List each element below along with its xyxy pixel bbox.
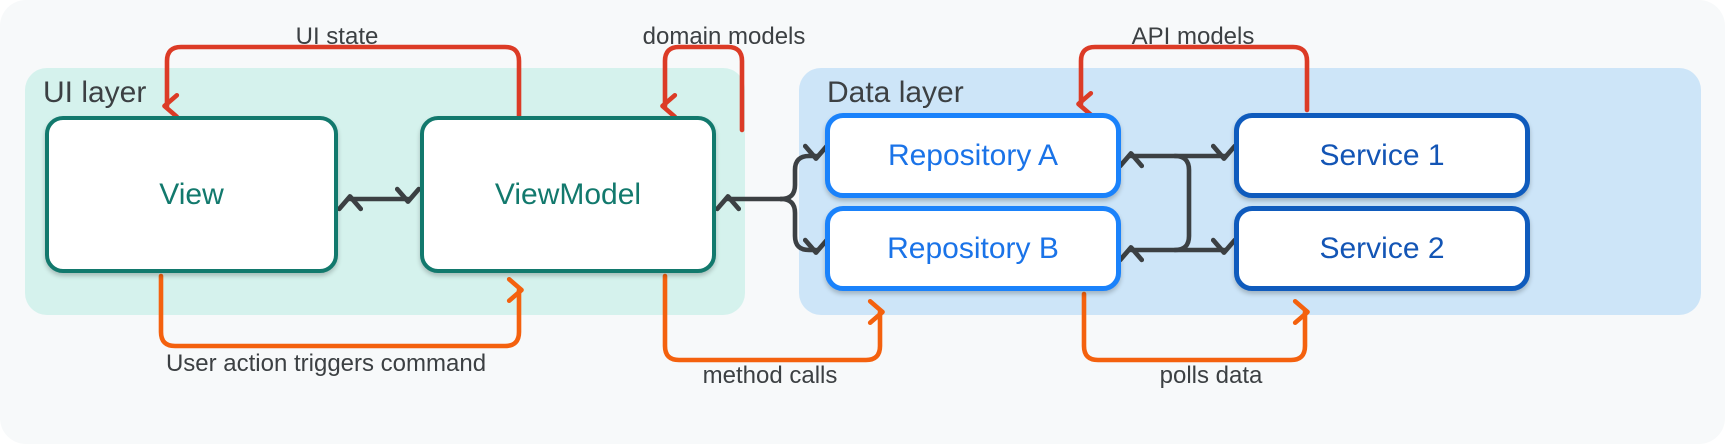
node-service-1[interactable]: Service 1 xyxy=(1234,113,1530,198)
node-repository-a-label: Repository A xyxy=(887,138,1059,172)
node-repository-a[interactable]: Repository A xyxy=(825,113,1121,198)
arrow-viewmodel-repositories xyxy=(728,156,816,250)
arrow-cross-link xyxy=(1172,153,1192,253)
arrow-api-models xyxy=(1081,44,1310,110)
node-view[interactable]: View xyxy=(45,116,338,273)
arrow-domain-models xyxy=(665,44,745,133)
node-viewmodel[interactable]: ViewModel xyxy=(420,116,716,273)
node-service-2-label: Service 2 xyxy=(1319,231,1445,265)
edge-label-ui-state: UI state xyxy=(295,23,379,50)
node-view-label: View xyxy=(159,177,224,211)
edge-label-domain-models: domain models xyxy=(642,23,806,50)
edge-label-api-models: API models xyxy=(1131,23,1255,50)
ui-layer-title: UI layer xyxy=(43,76,147,109)
edge-label-method-calls: method calls xyxy=(702,362,838,389)
arrow-polls-data xyxy=(1081,291,1305,363)
edge-label-user-action: User action triggers command xyxy=(165,350,487,377)
edge-label-polls-data: polls data xyxy=(1159,362,1263,389)
arrow-ui-state xyxy=(167,44,522,203)
node-viewmodel-label: ViewModel xyxy=(494,177,642,211)
arrow-method-calls xyxy=(662,273,880,363)
node-repository-b-label: Repository B xyxy=(887,231,1059,265)
data-layer-title: Data layer xyxy=(827,76,964,109)
node-repository-b[interactable]: Repository B xyxy=(825,206,1121,291)
arrow-user-action xyxy=(158,273,519,349)
node-service-1-label: Service 1 xyxy=(1319,138,1445,172)
node-service-2[interactable]: Service 2 xyxy=(1234,206,1530,291)
